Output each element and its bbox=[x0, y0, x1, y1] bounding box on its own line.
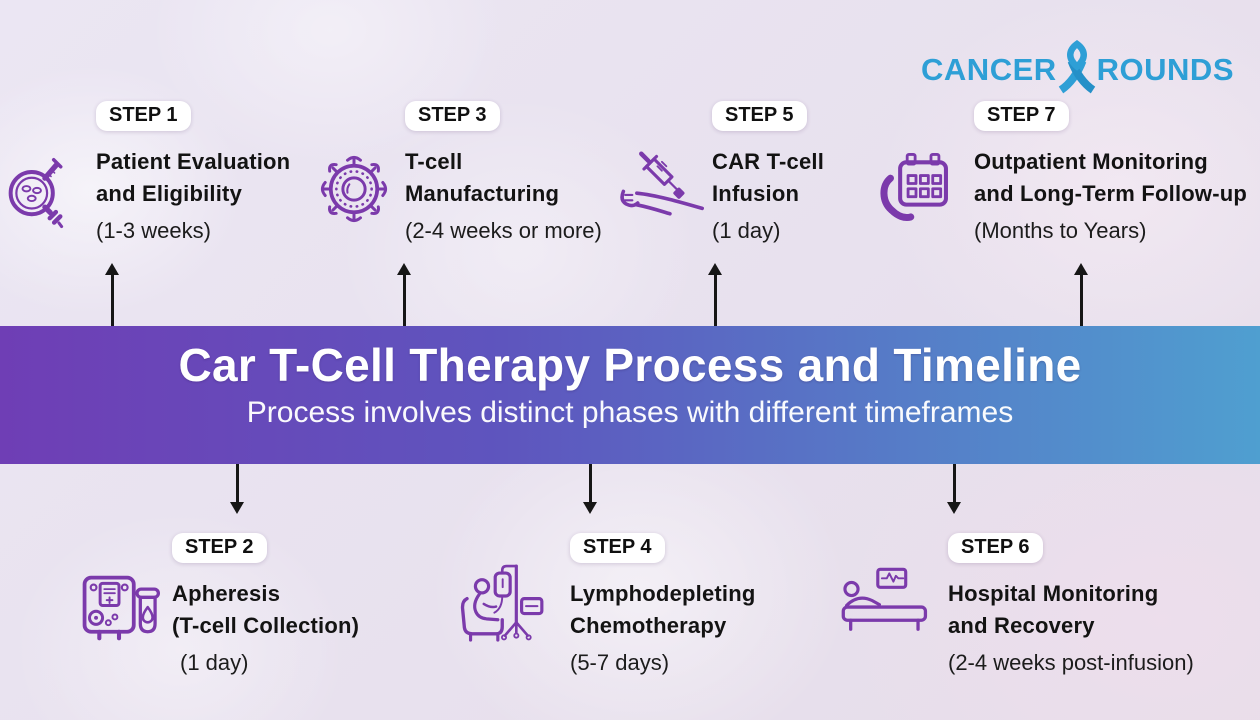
arrow-down-step-4 bbox=[583, 464, 597, 514]
step-1-duration: (1-3 weeks) bbox=[96, 218, 211, 243]
step-5-duration: (1 day) bbox=[712, 218, 781, 243]
logo-text-rounds: ROUNDS bbox=[1096, 52, 1234, 87]
step-3-badge: STEP 3 bbox=[405, 101, 500, 131]
step-2-title: Apheresis (T-cell Collection) bbox=[172, 581, 360, 638]
step-6-badge: STEP 6 bbox=[948, 533, 1043, 563]
step-6-title: Hospital Monitoring and Recovery bbox=[948, 581, 1159, 638]
step-2-duration: (1 day) bbox=[180, 650, 249, 675]
main-title: Car T-Cell Therapy Process and Timeline bbox=[178, 339, 1082, 391]
arrow-up-step-7 bbox=[1074, 263, 1088, 326]
logo-text-cancer: CANCER bbox=[921, 52, 1057, 87]
arrow-up-step-5 bbox=[708, 263, 722, 326]
title-banner: Car T-Cell Therapy Process and Timeline … bbox=[0, 326, 1260, 464]
step-4-badge: STEP 4 bbox=[570, 533, 665, 563]
arrow-up-step-3 bbox=[397, 263, 411, 326]
step-3-title: T-cell Manufacturing bbox=[405, 149, 560, 206]
awareness-ribbon-icon bbox=[1058, 40, 1096, 94]
step-4-title: Lymphodepleting Chemotherapy bbox=[570, 581, 756, 638]
evaluation-magnifier-icon bbox=[8, 150, 66, 238]
step-1-badge: STEP 1 bbox=[96, 101, 191, 131]
arrow-down-step-2 bbox=[230, 464, 244, 514]
step-7-title: Outpatient Monitoring and Long-Term Foll… bbox=[974, 149, 1248, 206]
calendar-phone-icon bbox=[879, 150, 953, 224]
t-cell-icon bbox=[315, 150, 393, 228]
infusion-syringe-arm-icon bbox=[618, 148, 704, 224]
step-1-title: Patient Evaluation and Eligibility bbox=[96, 149, 291, 206]
cancer-rounds-logo: CANCER ROUNDS bbox=[921, 40, 1234, 100]
step-5-title: CAR T-cell Infusion bbox=[712, 149, 825, 206]
apheresis-machine-icon bbox=[78, 566, 160, 645]
step-6-duration: (2-4 weeks post-infusion) bbox=[948, 650, 1194, 675]
step-2-badge: STEP 2 bbox=[172, 533, 267, 563]
step-7-duration: (Months to Years) bbox=[974, 218, 1147, 243]
step-5-badge: STEP 5 bbox=[712, 101, 807, 131]
chemo-infusion-chair-icon bbox=[460, 557, 548, 642]
hospital-bed-icon bbox=[840, 566, 932, 635]
arrow-down-step-6 bbox=[947, 464, 961, 514]
subtitle: Process involves distinct phases with di… bbox=[246, 396, 1014, 429]
arrow-up-step-1 bbox=[105, 263, 119, 326]
step-4-duration: (5-7 days) bbox=[570, 650, 670, 675]
step-7-badge: STEP 7 bbox=[974, 101, 1069, 131]
step-3-duration: (2-4 weeks or more) bbox=[405, 218, 602, 243]
